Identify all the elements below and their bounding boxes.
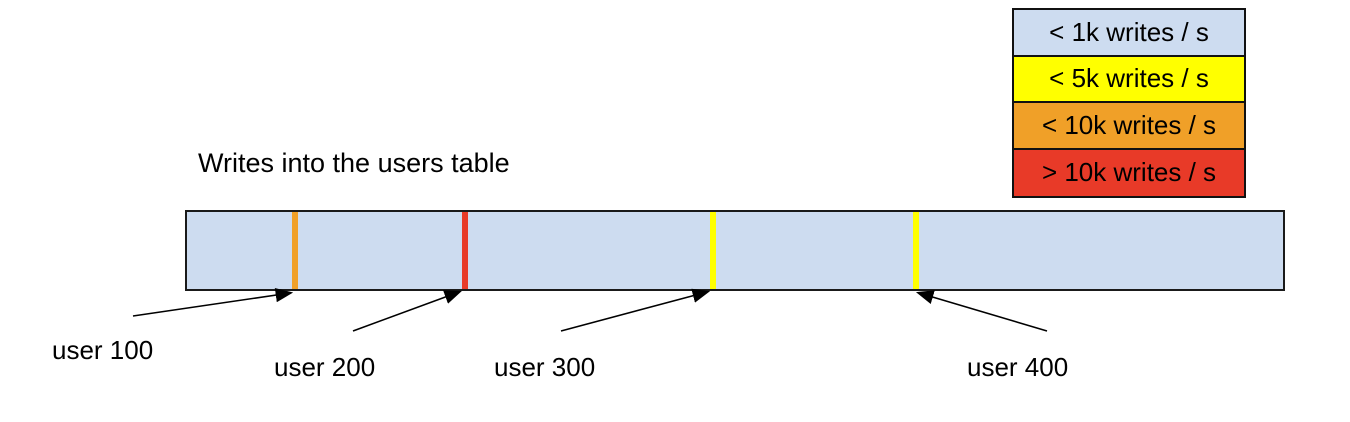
legend-item-label: > 10k writes / s [1041, 157, 1217, 188]
diagram-title: Writes into the users table [198, 148, 510, 178]
legend-item-gt-10k-writes: > 10k writes / s [1014, 149, 1244, 196]
legend-item-lt-1k-writes: < 1k writes / s [1014, 10, 1244, 57]
arrow-user-400 [915, 290, 1048, 332]
arrow-user-100 [132, 287, 294, 317]
marker-user-400 [913, 212, 919, 289]
legend-item-lt-5k-writes: < 5k writes / s [1014, 56, 1244, 103]
arrow-user-300 [560, 288, 711, 332]
label-user-400: user 400 [967, 352, 1069, 382]
users-table-bar [185, 210, 1285, 291]
marker-user-100 [292, 212, 298, 289]
legend-item-lt-10k-writes: < 10k writes / s [1014, 103, 1244, 150]
legend-item-label: < 5k writes / s [1049, 63, 1209, 94]
label-user-300: user 300 [494, 352, 596, 382]
marker-user-300 [710, 212, 716, 289]
marker-user-200 [462, 212, 468, 289]
label-user-100: user 100 [52, 335, 154, 365]
arrow-user-200 [352, 290, 463, 332]
legend-item-label: < 10k writes / s [1041, 109, 1217, 140]
legend-item-label: < 1k writes / s [1049, 16, 1209, 47]
legend: < 1k writes / s < 5k writes / s < 10k wr… [1012, 8, 1246, 198]
label-user-200: user 200 [274, 352, 376, 382]
